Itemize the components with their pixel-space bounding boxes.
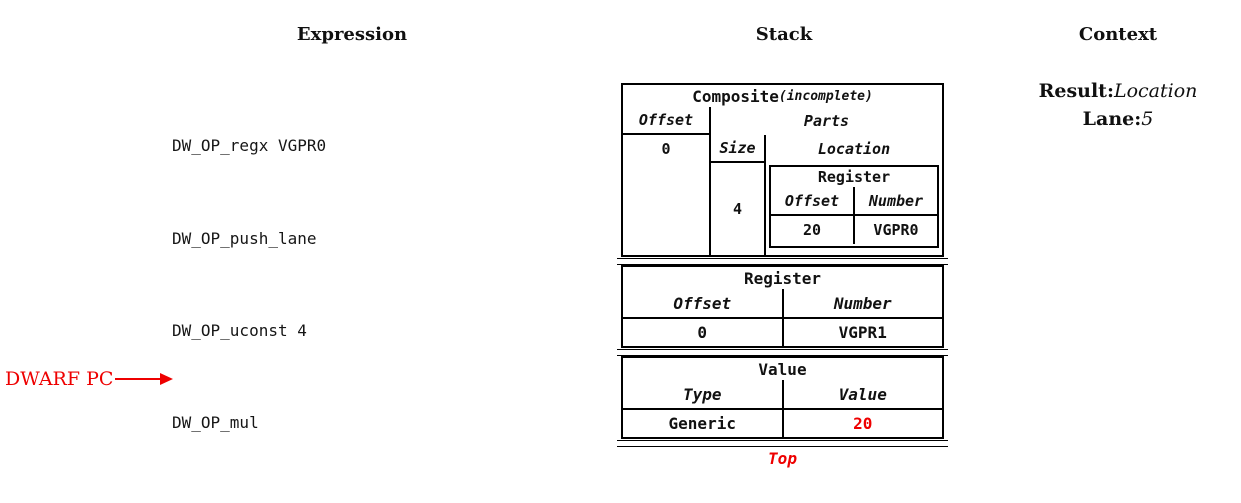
right-arrow-icon bbox=[115, 378, 161, 380]
context-column-header: Context bbox=[1078, 24, 1158, 45]
stack-entry-composite: Composite(incomplete) Offset 0 Parts Siz… bbox=[621, 83, 944, 257]
right-arrowhead-icon bbox=[160, 373, 174, 385]
lane-label: Lane: bbox=[1082, 108, 1142, 130]
nested-register-number-header: Number bbox=[868, 191, 924, 210]
stack-entry-separator bbox=[617, 439, 948, 447]
value-type-value: Generic bbox=[623, 410, 784, 437]
result-value: Location bbox=[1113, 80, 1198, 102]
composite-parts-header: Parts bbox=[803, 112, 850, 130]
register-offset-header: Offset bbox=[623, 289, 784, 317]
value-value-value: 20 bbox=[853, 414, 873, 433]
composite-part-register-table: Register Offset Number 20 VGPR0 bbox=[769, 165, 939, 248]
register-number-value: VGPR1 bbox=[838, 323, 887, 342]
lane-value: 5 bbox=[1141, 108, 1154, 130]
register-number-header: Number bbox=[833, 293, 892, 313]
composite-size-header: Size bbox=[711, 135, 764, 163]
value-type-header: Type bbox=[623, 380, 784, 408]
expression-column-header: Expression bbox=[296, 24, 408, 45]
stack-entry-separator bbox=[617, 257, 948, 265]
result-label: Result: bbox=[1038, 80, 1114, 102]
composite-size-value: 4 bbox=[732, 200, 743, 218]
expression-item: DW_OP_uconst 4 bbox=[172, 320, 307, 340]
context-result-line: Result:Location bbox=[998, 77, 1238, 105]
register-title: Register bbox=[743, 268, 822, 288]
composite-location-header: Location bbox=[817, 140, 891, 158]
nested-register-offset-header: Offset bbox=[771, 187, 855, 214]
composite-incomplete-tag: (incomplete) bbox=[778, 88, 873, 104]
stack-panel: Composite(incomplete) Offset 0 Parts Siz… bbox=[617, 83, 948, 468]
nested-register-number-value: VGPR0 bbox=[873, 221, 919, 239]
expression-item: DW_OP_mul bbox=[172, 412, 259, 432]
stack-column-header: Stack bbox=[755, 24, 813, 45]
stack-entry-register: Register Offset Number 0 VGPR1 bbox=[621, 265, 944, 348]
expression-item: DW_OP_regx VGPR0 bbox=[172, 136, 327, 156]
expression-list: DW_OP_regx VGPR0 DW_OP_push_lane DW_OP_u… bbox=[172, 70, 326, 503]
composite-title: Composite(incomplete) bbox=[692, 86, 873, 106]
stack-top-label: Top bbox=[768, 448, 797, 468]
nested-register-offset-value: 20 bbox=[771, 216, 855, 244]
value-value-header: Value bbox=[838, 384, 887, 404]
context-lane-line: Lane:5 bbox=[998, 105, 1238, 133]
nested-register-title: Register bbox=[817, 168, 891, 186]
context-panel: Result:Location Lane:5 bbox=[998, 77, 1238, 133]
composite-offset-header: Offset bbox=[623, 107, 709, 135]
stack-entry-separator bbox=[617, 348, 948, 356]
composite-offset-value: 0 bbox=[661, 139, 671, 158]
stack-entry-value: Value Type Value Generic 20 bbox=[621, 356, 944, 439]
dwarf-pc-pointer: DWARF PC bbox=[5, 366, 174, 392]
dwarf-pc-label: DWARF PC bbox=[5, 368, 114, 390]
value-title: Value bbox=[758, 359, 807, 379]
register-offset-value: 0 bbox=[623, 319, 784, 346]
expression-item: DW_OP_push_lane bbox=[172, 228, 317, 248]
